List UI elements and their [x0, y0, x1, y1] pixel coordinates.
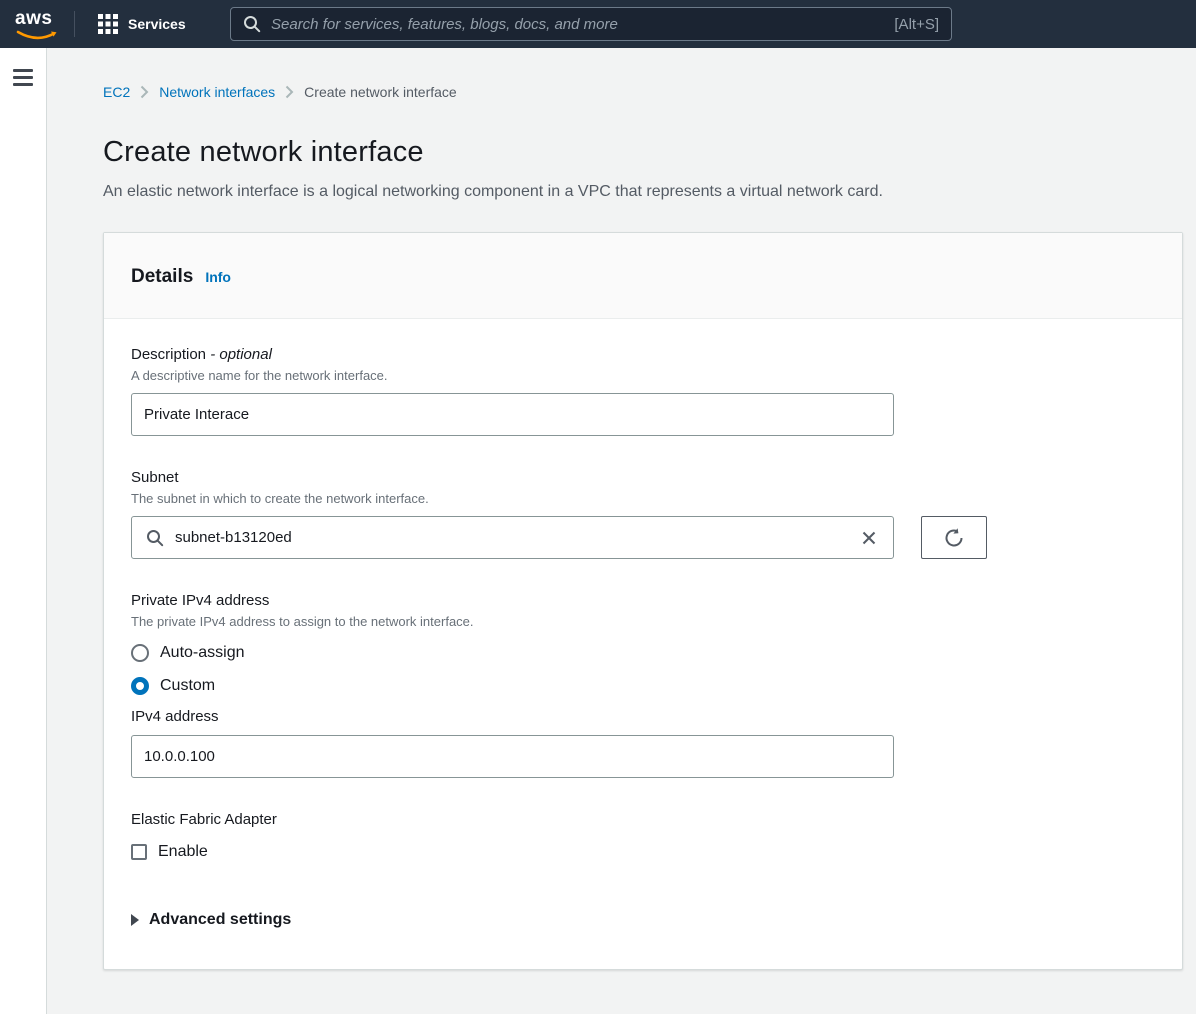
breadcrumb-current: Create network interface [304, 84, 457, 100]
menu-toggle-icon[interactable] [13, 69, 33, 86]
search-shortcut-hint: [Alt+S] [894, 15, 939, 33]
description-label: Description - optional [131, 346, 1155, 363]
description-optional-text: - optional [210, 346, 272, 363]
services-grid-icon [98, 14, 118, 34]
global-search-input[interactable] [271, 15, 885, 33]
efa-enable-label: Enable [158, 843, 208, 860]
private-ipv4-label: Private IPv4 address [131, 592, 270, 609]
description-field: Description - optional A descriptive nam… [131, 346, 1155, 436]
details-card-body: Description - optional A descriptive nam… [104, 319, 1182, 969]
refresh-icon [945, 527, 963, 546]
radio-button-icon [131, 644, 149, 662]
side-navigation [0, 48, 47, 1014]
efa-enable-checkbox[interactable]: Enable [131, 843, 1155, 861]
caret-right-icon [131, 914, 139, 926]
description-label-text: Description [131, 346, 211, 363]
breadcrumb: EC2 Network interfaces Create network in… [103, 84, 1196, 100]
radio-custom-label: Custom [160, 677, 216, 694]
details-card-header: Details Info [104, 233, 1182, 319]
efa-label: Elastic Fabric Adapter [131, 811, 277, 828]
topbar-divider [74, 11, 75, 37]
aws-logo-text: aws [15, 8, 53, 29]
subnet-field: Subnet The subnet in which to create the… [131, 469, 1155, 559]
radio-auto-assign-label: Auto-assign [160, 644, 245, 661]
radio-custom[interactable]: Custom [131, 677, 1155, 695]
radio-button-icon [131, 677, 149, 695]
private-ipv4-helper: The private IPv4 address to assign to th… [131, 614, 474, 629]
close-icon [862, 531, 876, 544]
efa-field: Elastic Fabric Adapter Enable [131, 811, 1155, 861]
chevron-right-icon [285, 85, 294, 99]
aws-logo[interactable]: aws [0, 0, 74, 48]
refresh-subnets-button[interactable] [921, 516, 987, 559]
subnet-input[interactable] [175, 529, 848, 546]
breadcrumb-ec2[interactable]: EC2 [103, 84, 131, 100]
details-card: Details Info Description - optional A de… [103, 232, 1183, 970]
main-content: EC2 Network interfaces Create network in… [48, 48, 1196, 1014]
aws-smile-icon [16, 30, 57, 40]
advanced-settings-expander[interactable]: Advanced settings [131, 911, 1155, 929]
search-icon [147, 529, 164, 546]
info-link[interactable]: Info [205, 269, 231, 285]
details-title: Details [131, 266, 194, 287]
description-helper: A descriptive name for the network inter… [131, 368, 388, 383]
clear-subnet-button[interactable] [859, 528, 879, 548]
subnet-label: Subnet [131, 469, 179, 486]
page-subtitle: An elastic network interface is a logica… [103, 183, 883, 200]
topbar: aws Services [Alt+S] [0, 0, 1196, 48]
description-input[interactable] [131, 393, 894, 436]
advanced-settings-label: Advanced settings [149, 911, 292, 928]
private-ipv4-field: Private IPv4 address The private IPv4 ad… [131, 592, 1155, 778]
page-title: Create network interface [103, 136, 424, 168]
chevron-right-icon [140, 85, 149, 99]
checkbox-icon [131, 844, 147, 860]
radio-auto-assign[interactable]: Auto-assign [131, 644, 1155, 662]
subnet-helper: The subnet in which to create the networ… [131, 491, 429, 506]
services-label: Services [128, 16, 186, 32]
search-icon [244, 16, 261, 33]
global-search[interactable]: [Alt+S] [230, 7, 952, 41]
breadcrumb-network-interfaces[interactable]: Network interfaces [159, 84, 276, 100]
services-menu-button[interactable]: Services [75, 0, 204, 48]
subnet-select[interactable] [131, 516, 894, 559]
ipv4-address-input[interactable] [131, 735, 894, 778]
ipv4-address-label: IPv4 address [131, 708, 219, 725]
